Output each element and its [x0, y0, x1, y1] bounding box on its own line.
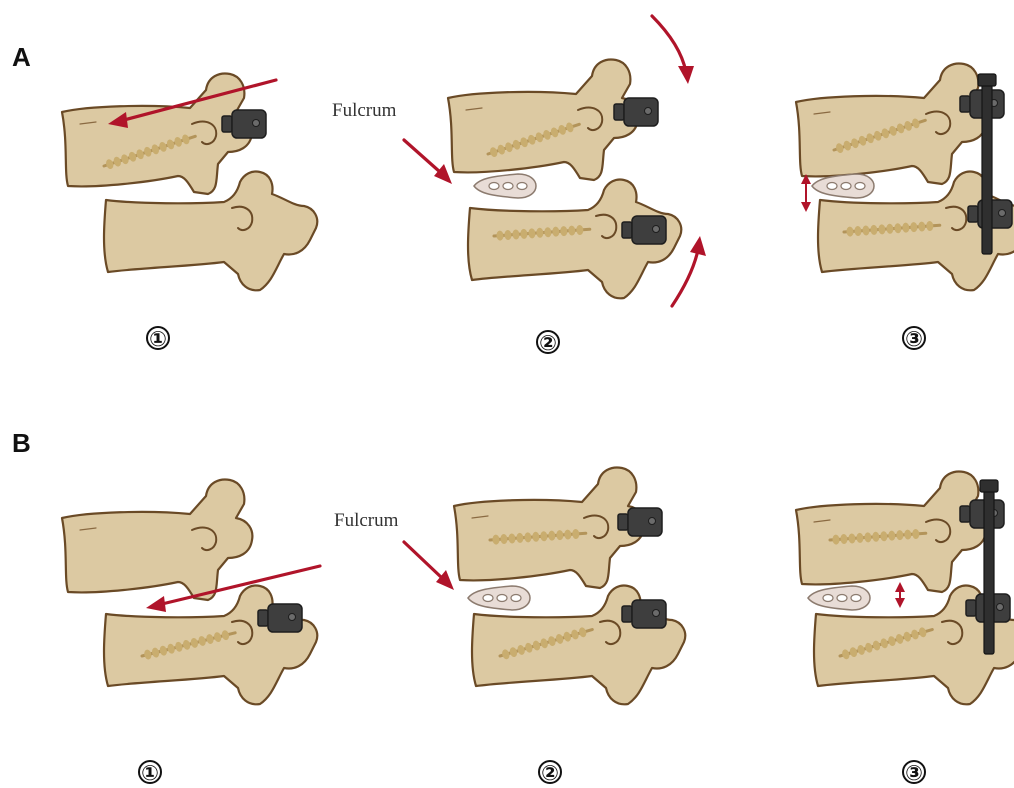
svg-text:①: ① [141, 761, 159, 785]
panel-a-step-2: ② [537, 331, 559, 355]
svg-text:①: ① [149, 327, 167, 351]
panel-a-step-3: ③ [903, 327, 925, 351]
panel-b-step-3-diagram [796, 472, 1014, 705]
panel-a-step-1-diagram [62, 74, 317, 291]
panel-b-step-1: ① [139, 761, 161, 785]
panel-b: B Fulcrum [12, 428, 1014, 785]
fulcrum-arrow [404, 140, 452, 184]
interbody-cage [812, 174, 874, 198]
svg-text:③: ③ [905, 761, 923, 785]
svg-text:③: ③ [905, 327, 923, 351]
panel-a-label: A [12, 42, 31, 72]
interbody-cage [468, 586, 530, 610]
superior-vertebra [448, 60, 638, 180]
panel-b-step-2-diagram: Fulcrum [334, 468, 685, 705]
fulcrum-label: Fulcrum [334, 510, 399, 531]
compression-arrow-lower [672, 236, 706, 306]
compression-arrow-upper [652, 16, 694, 84]
panel-a-step-2-diagram: Fulcrum [332, 16, 706, 306]
panel-b-step-1-diagram [62, 480, 320, 705]
fulcrum-label: Fulcrum [332, 100, 397, 121]
superior-vertebra [62, 480, 252, 600]
fixation-rod [984, 486, 994, 654]
rod-cap [978, 74, 996, 86]
superior-vertebra [796, 64, 986, 184]
fulcrum-arrow [404, 542, 454, 590]
superior-vertebra [62, 74, 252, 194]
superior-vertebra [454, 468, 644, 588]
disc-height-arrow [801, 174, 811, 212]
interbody-cage [474, 174, 536, 198]
interbody-cage [808, 586, 870, 610]
panel-a-step-1: ① [147, 327, 169, 351]
panel-b-step-3: ③ [903, 761, 925, 785]
fixation-rod [982, 78, 992, 254]
panel-b-label: B [12, 428, 31, 458]
svg-text:②: ② [541, 761, 559, 785]
disc-height-arrow [895, 582, 905, 608]
rod-cap [980, 480, 998, 492]
svg-text:②: ② [539, 331, 557, 355]
panel-b-step-2: ② [539, 761, 561, 785]
panel-a-step-3-diagram [796, 64, 1014, 291]
panel-a: A Fulcrum [12, 16, 1014, 355]
